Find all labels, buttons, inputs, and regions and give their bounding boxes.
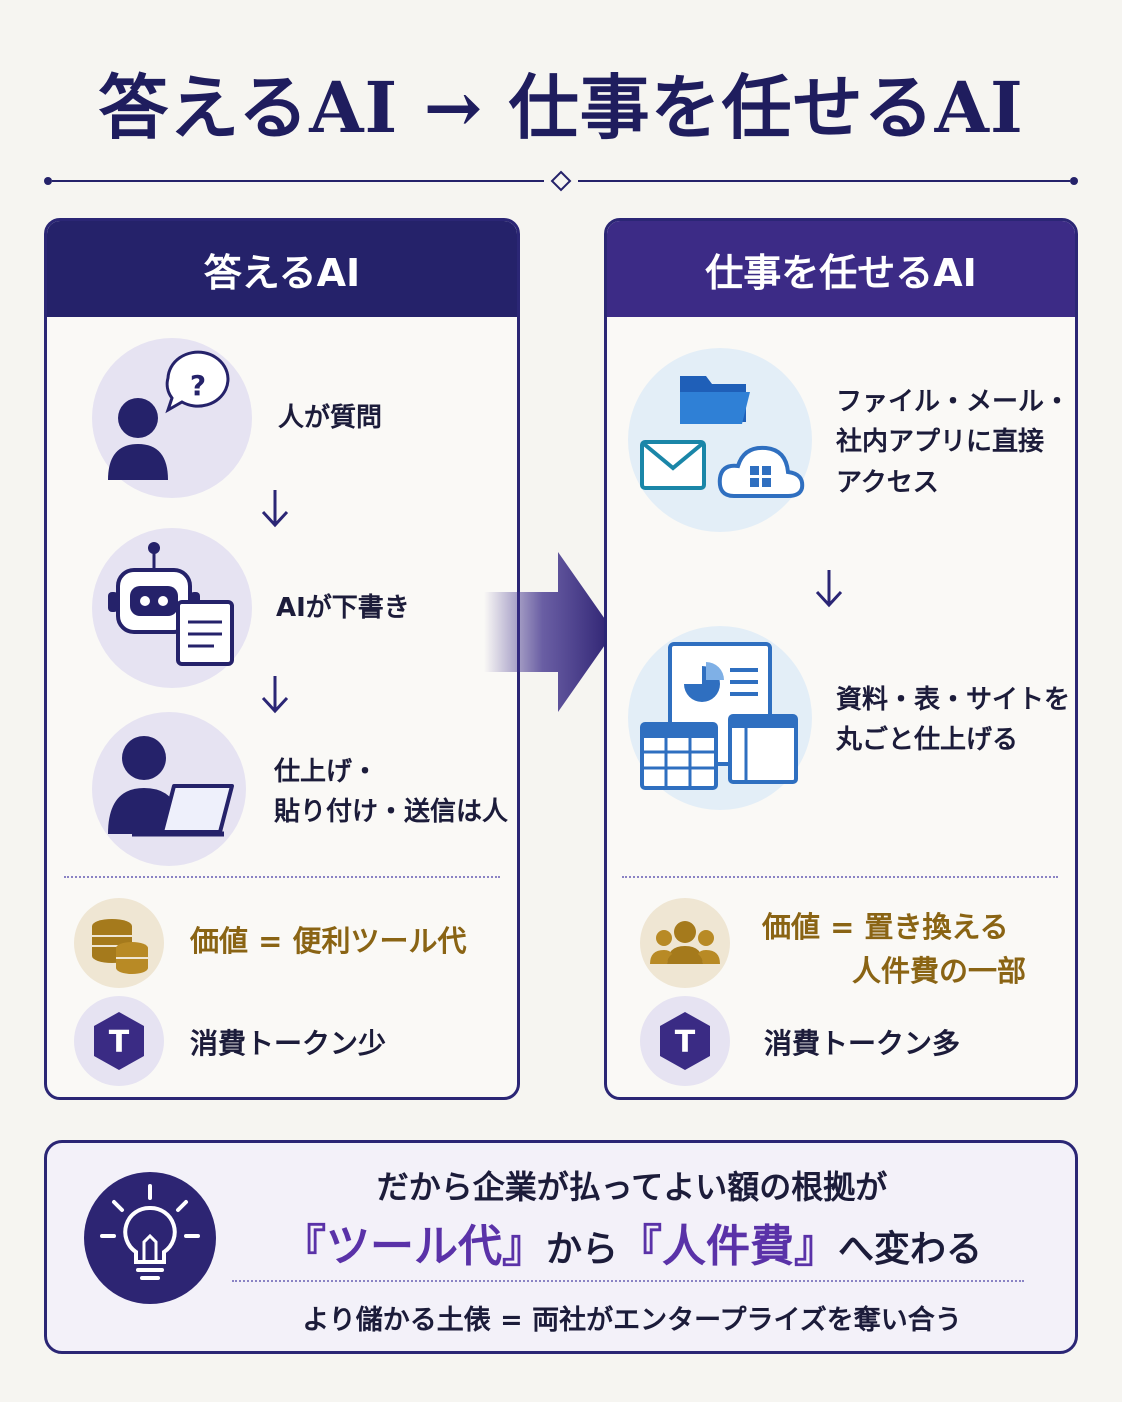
left-value-text: 価値 = 便利ツール代 bbox=[190, 924, 467, 958]
right-step-2-line2: 丸ごと仕上げる bbox=[836, 725, 1019, 756]
down-arrow-icon bbox=[815, 570, 843, 608]
right-step-1-line1: ファイル・メール・ bbox=[836, 387, 1071, 417]
svg-text:?: ? bbox=[190, 369, 206, 402]
left-step-1-label: 人が質問 bbox=[278, 403, 383, 433]
conclusion-line-2: 『ツール代』から『人件費』へ変わる bbox=[232, 1210, 1032, 1274]
token-t-icon: T bbox=[640, 996, 730, 1086]
left-step-3-label: 仕上げ・ 貼り付け・送信は人 bbox=[274, 752, 508, 833]
conclusion-divider bbox=[232, 1280, 1024, 1282]
left-divider bbox=[64, 876, 500, 878]
right-step-1-label: ファイル・メール・ 社内アプリに直接 アクセス bbox=[836, 382, 1070, 503]
right-token-text: 消費トークン多 bbox=[764, 1027, 961, 1060]
token-t-icon: T bbox=[74, 996, 164, 1086]
right-divider bbox=[622, 876, 1058, 878]
left-token-letter: T bbox=[109, 1025, 130, 1060]
right-token-letter: T bbox=[675, 1025, 696, 1060]
left-token-text: 消費トークン少 bbox=[190, 1027, 387, 1060]
right-step-1-line3: アクセス bbox=[836, 467, 939, 498]
page-title: 答えるAI → 仕事を任せるAI bbox=[98, 66, 1024, 149]
conclusion-from: から bbox=[545, 1229, 618, 1270]
right-value-text: 価値 = 置き換える 人件費の一部 bbox=[762, 906, 1026, 993]
right-value-line1: 価値 = 置き換える bbox=[762, 910, 1009, 944]
lightbulb-icon bbox=[84, 1172, 216, 1304]
conclusion-box bbox=[44, 1140, 1078, 1354]
person-question-icon: ? bbox=[92, 338, 252, 498]
title-divider bbox=[44, 170, 1078, 192]
left-step-3-line1: 仕上げ・ bbox=[274, 757, 379, 787]
conclusion-changes: へ変わる bbox=[838, 1229, 983, 1270]
people-icon bbox=[640, 898, 730, 988]
right-panel-header: 仕事を任せるAI bbox=[607, 221, 1075, 317]
conclusion-labor-cost: 『人件費』 bbox=[618, 1221, 838, 1272]
conclusion-tool-cost: 『ツール代』 bbox=[281, 1221, 546, 1272]
right-step-2-label: 資料・表・サイトを 丸ごと仕上げる bbox=[836, 680, 1070, 761]
person-laptop-icon bbox=[92, 712, 246, 866]
right-step-2-line1: 資料・表・サイトを bbox=[836, 685, 1071, 715]
right-step-1-line2: 社内アプリに直接 bbox=[836, 427, 1045, 458]
robot-document-icon bbox=[92, 528, 252, 688]
documents-table-icon bbox=[628, 626, 812, 810]
left-panel-header: 答えるAI bbox=[47, 221, 517, 317]
folder-mail-cloud-icon bbox=[628, 348, 812, 532]
coins-icon bbox=[74, 898, 164, 988]
transition-arrow-icon bbox=[484, 552, 614, 712]
left-step-3-line2: 貼り付け・送信は人 bbox=[274, 797, 509, 828]
right-value-line2: 人件費の一部 bbox=[852, 953, 1027, 988]
conclusion-line-1: だから企業が払ってよい額の根拠が bbox=[376, 1168, 888, 1206]
down-arrow-icon bbox=[261, 676, 289, 714]
left-step-2-label: AIが下書き bbox=[276, 593, 410, 623]
down-arrow-icon bbox=[261, 490, 289, 528]
conclusion-line-3: より儲かる土俵 = 両社がエンタープライズを奪い合う bbox=[302, 1305, 962, 1336]
